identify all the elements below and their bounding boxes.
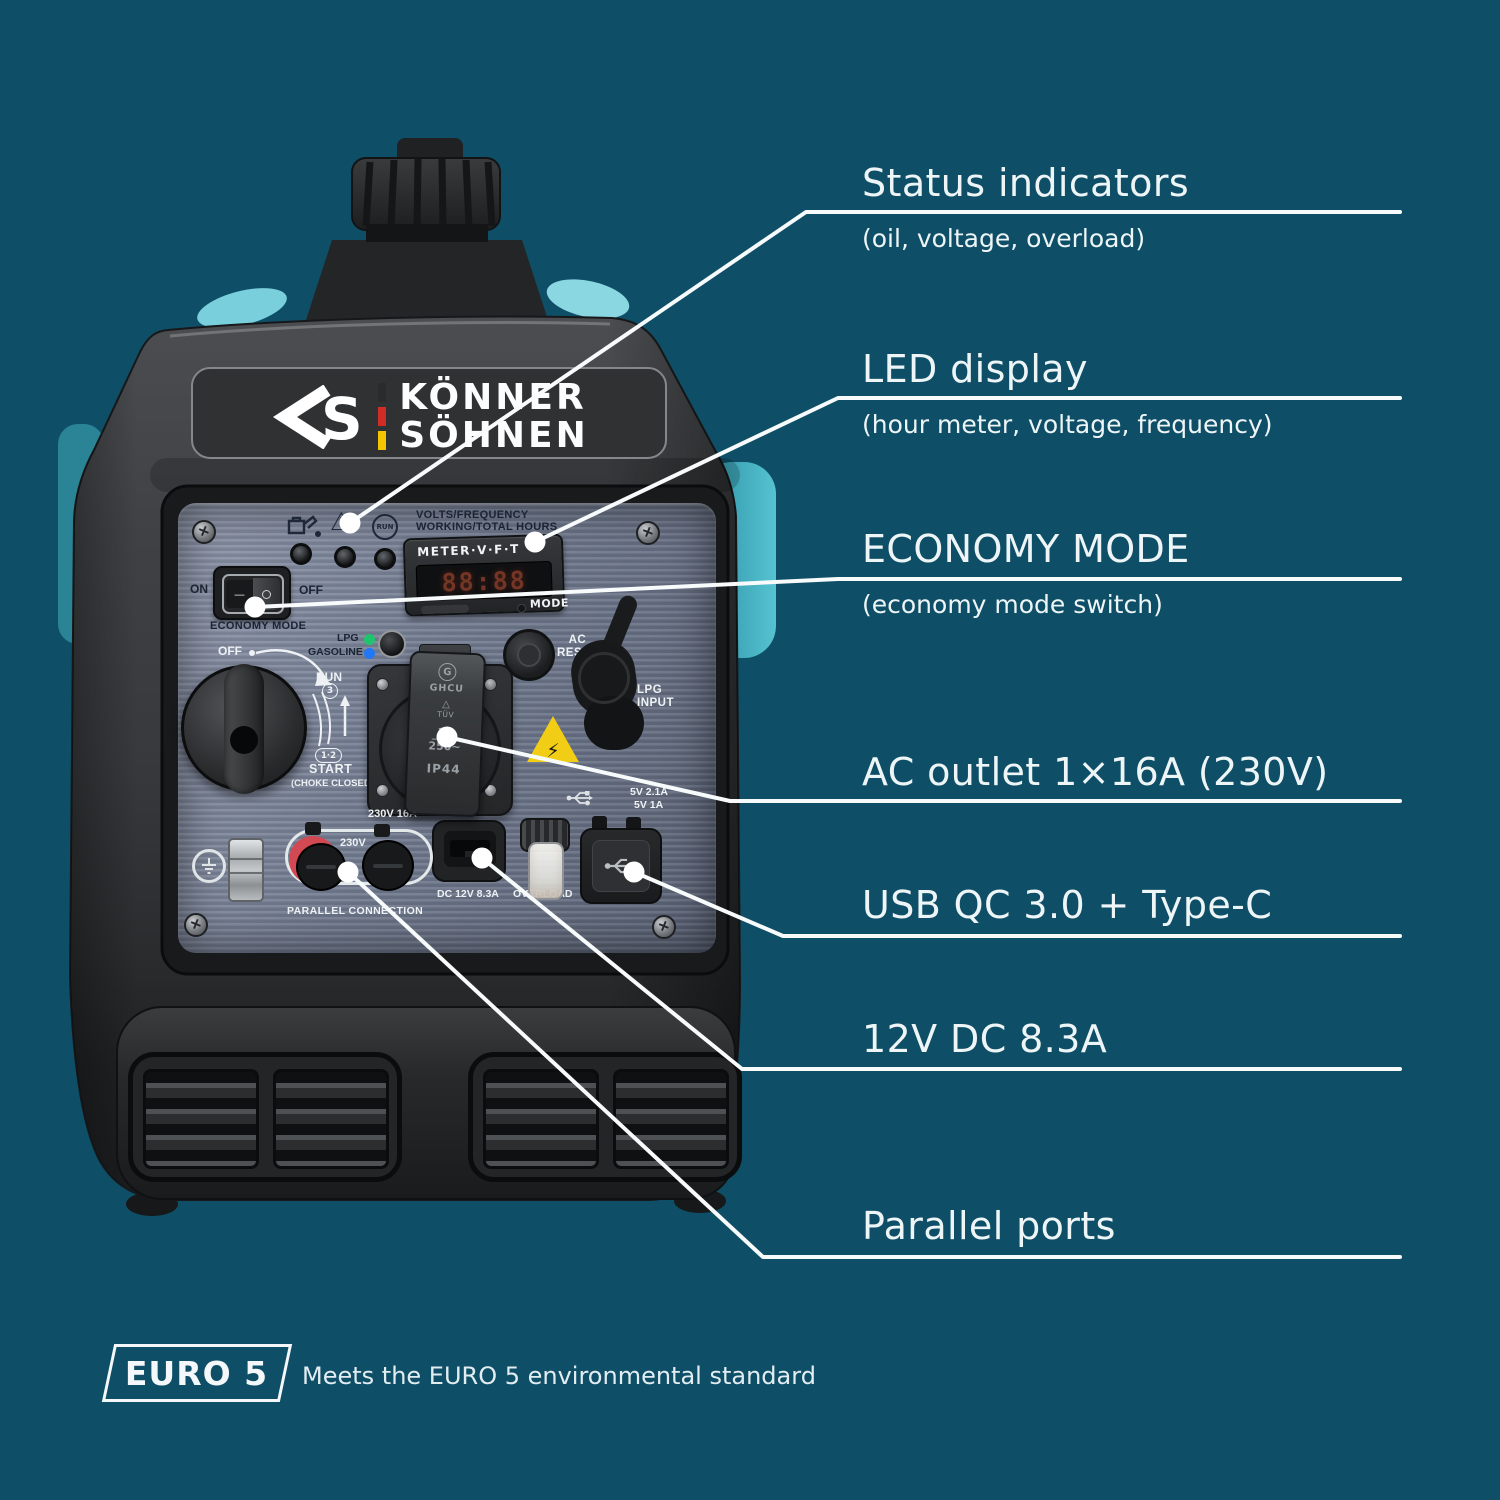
- usb-cover-tab: [592, 816, 607, 830]
- callout-sub-status: (oil, voltage, overload): [862, 224, 1146, 253]
- parallel-voltage-label: 230V: [340, 837, 366, 849]
- callout-dot-status: [339, 512, 361, 534]
- callout-dot-economy: [244, 596, 266, 618]
- lpg-input-label-line1: LPG: [637, 684, 663, 696]
- rotary-choke-label: (CHOKE CLOSED): [291, 778, 374, 789]
- panel-screw: [652, 915, 676, 939]
- callout-title-led-display: LED display: [862, 347, 1088, 391]
- ground-terminal-stud[interactable]: [228, 838, 264, 902]
- vent-cluster-right: [468, 1052, 742, 1182]
- voltage-led: [334, 546, 356, 568]
- callout-title-usb: USB QC 3.0 + Type-C: [862, 883, 1273, 927]
- euro5-badge: EURO 5: [101, 1344, 293, 1402]
- callout-title-parallel: Parallel ports: [862, 1204, 1116, 1248]
- callout-line-parallel: [346, 870, 1402, 1259]
- callout-sub-economy: (economy mode switch): [862, 590, 1163, 619]
- eco-on-label: ON: [190, 582, 208, 596]
- lpg-cap-ring: [578, 652, 630, 704]
- economy-mode-label: ECONOMY MODE: [210, 620, 307, 632]
- lower-housing: [116, 1006, 742, 1200]
- hazard-bolt-glyph: ⚡: [546, 740, 560, 762]
- ac-reset-button[interactable]: [503, 629, 555, 681]
- callout-title-economy: ECONOMY MODE: [862, 527, 1190, 571]
- german-flag-dashes: [378, 383, 387, 450]
- callout-title-status: Status indicators: [862, 161, 1190, 205]
- parallel-cap-tab: [305, 822, 321, 835]
- rotary-start-label: START: [309, 762, 353, 776]
- run-led: [374, 548, 396, 570]
- panel-screw: [192, 520, 216, 544]
- callout-title-dc: 12V DC 8.3A: [862, 1017, 1108, 1061]
- callout-line-ac-outlet: [445, 735, 1402, 803]
- fuel-cap[interactable]: [351, 157, 501, 231]
- euro5-description: Meets the EURO 5 environmental standard: [302, 1362, 816, 1390]
- usb-rating-label1: 5V 2.1A: [630, 786, 668, 798]
- ks-logo-icon: S: [273, 384, 363, 449]
- usb-cover-tab: [626, 817, 641, 831]
- overload-breaker[interactable]: [528, 842, 564, 900]
- parallel-cap-tab: [374, 824, 390, 837]
- gasoline-label: GASOLINE: [308, 646, 363, 658]
- panel-screw: [184, 913, 208, 937]
- cap-collar: [366, 224, 488, 242]
- vent-grille: [273, 1069, 389, 1169]
- lpg-input-cap-lower: [584, 696, 644, 750]
- callout-line-led-display: [533, 396, 1402, 544]
- brand-name: KÖNNER SÖHNEN: [399, 378, 589, 456]
- gasoline-dot: [364, 648, 375, 659]
- usb-rating-label2: 5V 1A: [634, 799, 664, 811]
- callout-dot-dc: [471, 847, 493, 869]
- meter-caption-line2: WORKING/TOTAL HOURS: [416, 521, 558, 533]
- shoulder-groove: [150, 458, 740, 492]
- vent-cluster-left: [128, 1052, 402, 1182]
- dc-label: DC 12V 8.3A: [437, 888, 499, 900]
- brand-line2: SÖHNEN: [399, 414, 589, 456]
- panel-screw: [636, 521, 660, 545]
- callout-line-economy: [253, 577, 1402, 609]
- parallel-port-right[interactable]: [362, 840, 414, 891]
- rotary-position-3: 3: [322, 683, 338, 699]
- oil-icon: [287, 515, 321, 537]
- vent-grille: [613, 1069, 729, 1169]
- callout-dot-ac-outlet: [436, 726, 458, 748]
- parallel-port-left[interactable]: [296, 843, 346, 891]
- callout-dot-led-display: [524, 531, 546, 553]
- rotary-off-dot: [249, 650, 255, 656]
- callout-line-dc: [480, 856, 1402, 1071]
- rotary-off-label: OFF: [218, 644, 242, 658]
- tank-accent-left: [197, 288, 287, 328]
- meter-caption: VOLTS/FREQUENCY WORKING/TOTAL HOURS: [416, 509, 557, 533]
- callout-dot-parallel: [337, 861, 359, 883]
- callout-title-ac-outlet: AC outlet 1×16A (230V): [862, 750, 1329, 794]
- ground-terminal-icon: [192, 849, 226, 883]
- rotary-run-label: RUN: [316, 670, 342, 684]
- lpg-input-label: LPG INPUT: [637, 684, 674, 710]
- oil-led: [290, 543, 312, 565]
- callout-line-status: [348, 210, 1402, 525]
- body-top-highlight: [169, 321, 611, 338]
- eco-off-label: OFF: [299, 583, 323, 597]
- euro5-badge-label: EURO 5: [125, 1353, 269, 1393]
- lpg-dot: [364, 634, 375, 645]
- vent-grille: [143, 1069, 259, 1169]
- callout-line-usb: [632, 870, 1402, 938]
- brand-logo: S KÖNNER SÖHNEN: [192, 375, 666, 458]
- engine-rotary-switch[interactable]: [181, 664, 307, 794]
- svg-text:S: S: [321, 385, 363, 449]
- run-indicator-icon: RUN: [372, 514, 398, 540]
- callout-dot-usb: [623, 861, 645, 883]
- tank-accent-right: [546, 279, 630, 319]
- ac-reset-label-line1: AC: [568, 634, 587, 646]
- lpg-input-label-line2: INPUT: [637, 697, 674, 709]
- meter-caption-line1: VOLTS/FREQUENCY: [416, 509, 529, 521]
- rotary-position-1-2: 1·2: [315, 748, 342, 763]
- lpg-label: LPG: [337, 632, 359, 644]
- cap-tower: [306, 240, 548, 320]
- outlet-rating-label: 230V 16A: [368, 808, 417, 820]
- callout-sub-led-display: (hour meter, voltage, frequency): [862, 410, 1273, 439]
- fuel-indicator-lamp: [378, 630, 406, 658]
- usb-symbol-icon: [566, 791, 593, 806]
